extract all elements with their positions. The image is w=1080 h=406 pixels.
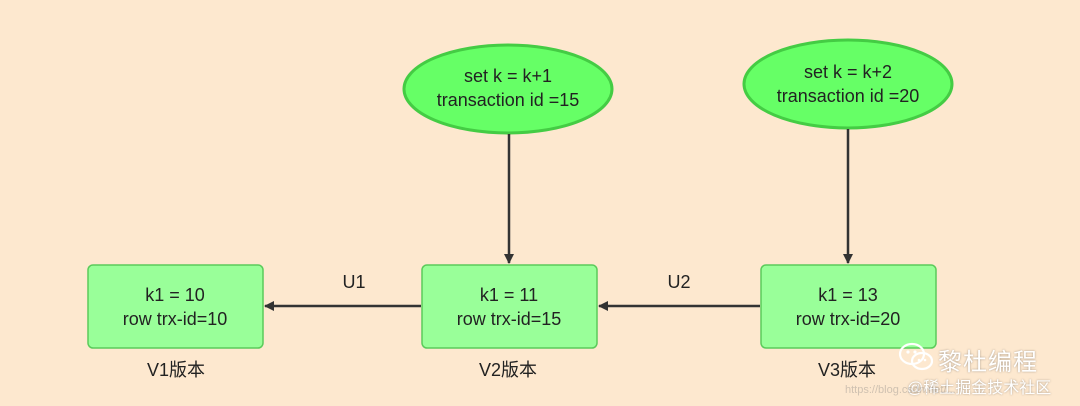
watermark-site: @稀土掘金技术社区 [907,380,1052,397]
version-3-caption: V3版本 [818,360,876,380]
watermark-brand: 黎杜编程 [938,349,1038,376]
version-1-caption: V1版本 [147,360,205,380]
edge-label-u1: U1 [342,272,365,292]
version-node-1: k1 = 10 row trx-id=10 [87,264,264,349]
version-node-2: k1 = 11 row trx-id=15 [421,264,598,349]
version-1-line2: row trx-id=10 [123,309,228,329]
version-node-3: k1 = 13 row trx-id=20 [760,264,937,349]
version-3-line1: k1 = 13 [818,285,878,305]
watermark-faint-url: https://blog.csdn.net/... [845,384,956,396]
transaction-node-2: set k = k+2 transaction id =20 [742,38,954,130]
transaction-1-line2: transaction id =15 [437,90,580,110]
transaction-2-line1: set k = k+2 [804,62,892,82]
version-2-caption: V2版本 [479,360,537,380]
version-2-line2: row trx-id=15 [457,309,562,329]
version-3-line2: row trx-id=20 [796,309,901,329]
transaction-2-line2: transaction id =20 [777,86,920,106]
transaction-1-line1: set k = k+1 [464,66,552,86]
wechat-icon [898,342,934,371]
transaction-node-1: set k = k+1 transaction id =15 [402,43,614,135]
version-1-line1: k1 = 10 [145,285,205,305]
version-2-line1: k1 = 11 [480,285,538,305]
edge-label-u2: U2 [667,272,690,292]
